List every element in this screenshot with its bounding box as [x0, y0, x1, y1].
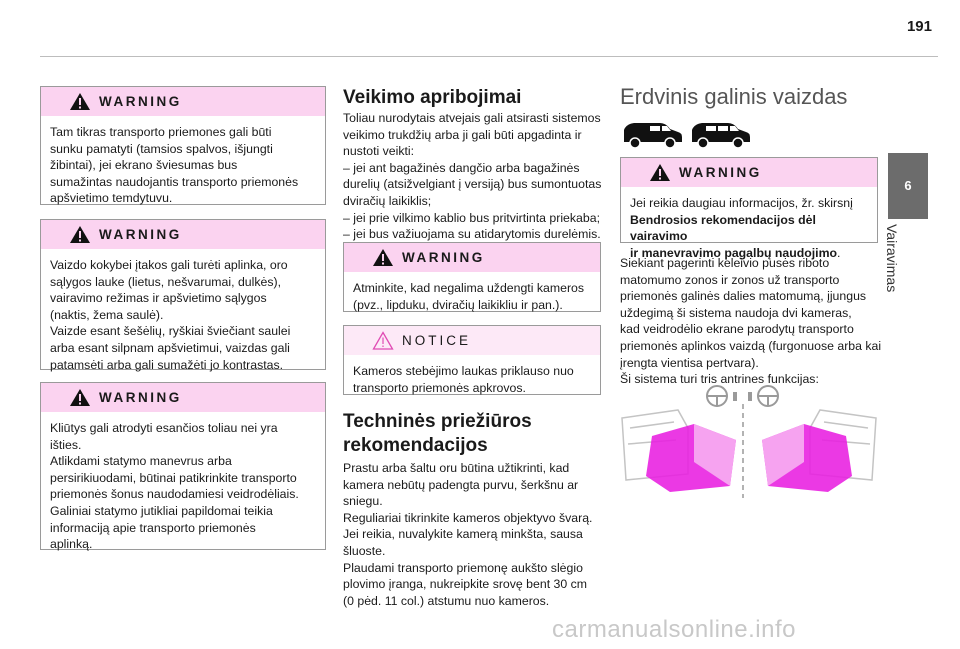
warning-text: Atminkite, kad negalima uždengti kameros… — [353, 281, 585, 312]
warning-header: WARNING — [344, 243, 600, 272]
van-icon — [624, 123, 750, 149]
warning-header: WARNING — [41, 383, 325, 412]
warning-title: WARNING — [99, 227, 182, 242]
warning-title: WARNING — [679, 165, 762, 180]
warning-title: WARNING — [99, 390, 182, 405]
warning-text: Vaizdo kokybei įtakos gali turėti aplink… — [50, 258, 291, 372]
limitations-text: Toliau nurodytais atvejais gali atsirast… — [343, 111, 602, 242]
warning-triangle-icon — [373, 249, 393, 266]
warning-triangle-icon — [650, 164, 670, 181]
warning-box-info: WARNING Jei reikia daugiau informacijos,… — [620, 157, 878, 260]
notice-header: NOTICE — [344, 326, 600, 355]
watermark: carmanualsonline.info — [552, 616, 796, 643]
warning-box-3: WARNING Kliūtys gali atrodyti esančios t… — [40, 382, 326, 551]
warning-header: WARNING — [621, 158, 877, 187]
notice-triangle-icon — [372, 331, 394, 350]
warning-triangle-icon — [70, 93, 90, 110]
notice-title: NOTICE — [402, 333, 472, 348]
page-number: 191 — [906, 18, 932, 35]
warning-box-1: WARNING Tam tikras transporto priemones … — [40, 86, 326, 205]
warning-header: WARNING — [41, 220, 325, 249]
reference-link[interactable]: ir manevravimo pagalbų naudojimo — [630, 245, 838, 260]
camera-zone-illustration — [621, 385, 877, 498]
chapter-label: Vairavimas — [884, 224, 900, 293]
surround-view-text: Siekiant pagerinti keleivio pusės riboto… — [620, 256, 882, 387]
warning-header: WARNING — [41, 87, 325, 116]
warning-text: Kliūtys gali atrodyti esančios toliau ne… — [50, 421, 299, 552]
maintenance-text: Prastu arba šaltu oru būtina užtikrinti,… — [343, 461, 593, 608]
warning-box-2: WARNING Vaizdo kokybei įtakos gali turėt… — [40, 219, 326, 372]
header-rule — [40, 56, 938, 57]
reference-link[interactable]: Bendrosios rekomendacijos dėl vairavimo — [630, 212, 816, 244]
warning-title: WARNING — [99, 94, 182, 109]
chapter-tab[interactable]: 6 — [888, 153, 928, 219]
warning-triangle-icon — [70, 389, 90, 406]
warning-triangle-icon — [70, 226, 90, 243]
warning-text: Jei reikia daugiau informacijos, žr. ski… — [630, 196, 853, 260]
page-heading: Erdvinis galinis vaizdas — [620, 84, 848, 109]
warning-title: WARNING — [402, 250, 485, 265]
warning-text: Tam tikras transporto priemones gali būt… — [50, 125, 299, 206]
notice-box: NOTICE Kameros stebėjimo laukas priklaus… — [343, 325, 601, 395]
warning-box-camera: WARNING Atminkite, kad negalima uždengti… — [343, 242, 601, 312]
section-heading-limitations: Veikimo apribojimai — [343, 87, 522, 108]
